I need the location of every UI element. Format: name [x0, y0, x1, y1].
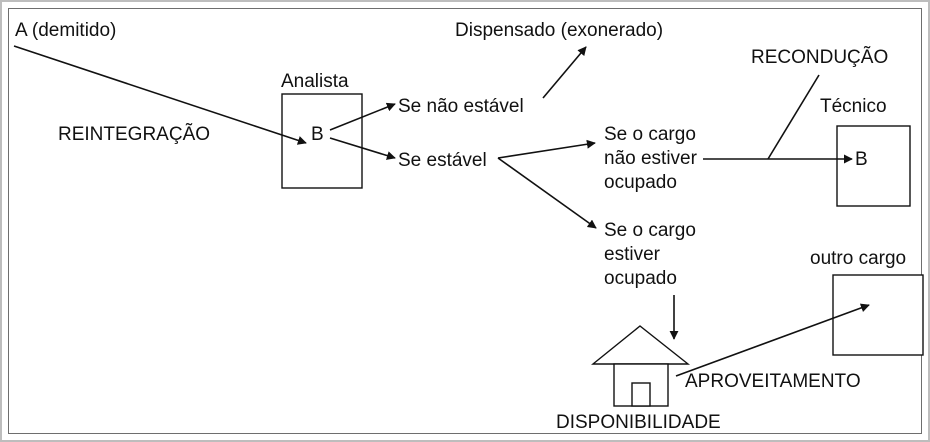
label-aproveitamento: APROVEITAMENTO [685, 371, 861, 392]
label-reintegracao: REINTEGRAÇÃO [58, 123, 210, 145]
analista-box [281, 93, 363, 189]
dispensado-arrow [542, 46, 587, 99]
label-se-nao-estavel: Se não estável [398, 96, 524, 117]
disponibilidade-house-door [631, 382, 651, 407]
nao-estavel-arrow [329, 102, 396, 131]
cargo-nao-ocupado-arrow [497, 139, 596, 159]
label-cargo-nao-ocupado-2: não estiver [604, 148, 698, 169]
label-b-tecnico: B [855, 149, 868, 170]
outro-cargo-box [832, 274, 924, 356]
label-outro-cargo: outro cargo [810, 248, 906, 269]
label-a-demitido: A (demitido) [15, 20, 116, 41]
label-b-analista: B [311, 124, 324, 145]
label-cargo-ocupado-3: ocupado [604, 268, 677, 289]
label-cargo-ocupado-1: Se o cargo [604, 220, 696, 241]
label-reconducao: RECONDUÇÃO [751, 46, 888, 68]
label-cargo-nao-ocupado-3: ocupado [604, 172, 677, 193]
label-analista: Analista [281, 71, 349, 92]
reintegracao-arrow [13, 45, 307, 145]
label-tecnico: Técnico [820, 96, 887, 117]
cargo-ocupado-arrow [497, 157, 597, 229]
tecnico-box [836, 125, 911, 207]
label-cargo-nao-ocupado-1: Se o cargo [604, 124, 696, 145]
label-dispensado: Dispensado (exonerado) [455, 20, 663, 41]
reconducao-pointer-line [767, 74, 820, 160]
label-disponibilidade: DISPONIBILIDADE [556, 412, 721, 433]
diagram-panel [8, 8, 922, 434]
label-cargo-ocupado-2: estiver [604, 244, 661, 265]
aproveitamento-arrow [675, 303, 870, 377]
label-se-estavel: Se estável [398, 150, 487, 171]
estavel-arrow [329, 137, 396, 160]
